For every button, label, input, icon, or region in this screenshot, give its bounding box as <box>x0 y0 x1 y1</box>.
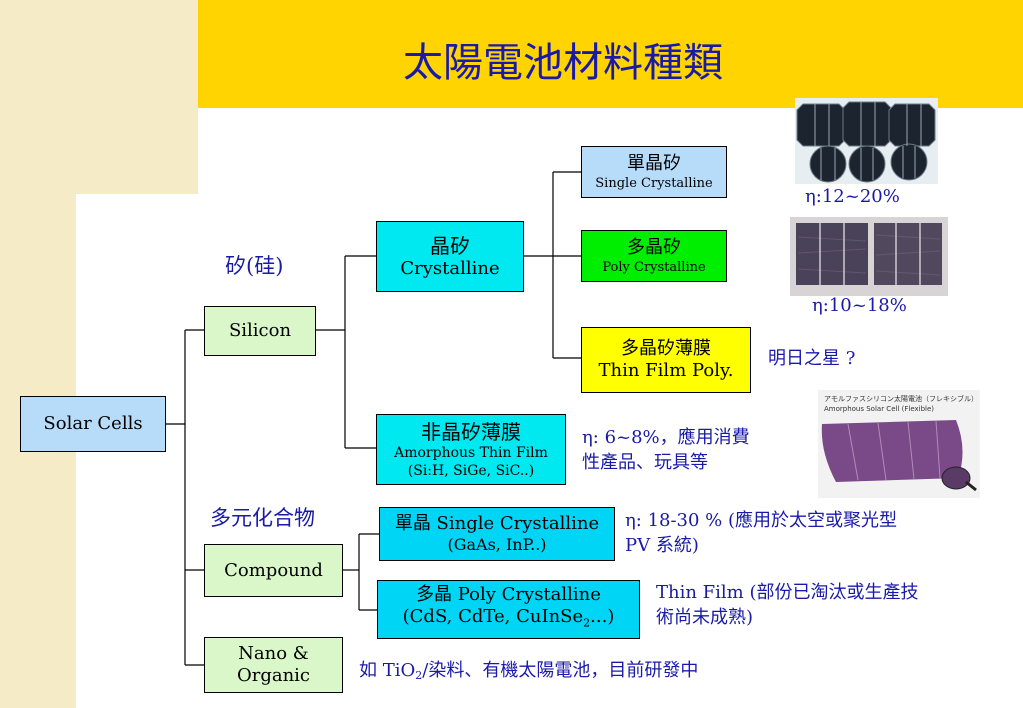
thin-film-poly-en: Thin Film Poly. <box>598 360 734 381</box>
compound-poly-note-line1: Thin Film (部份已淘汰或生產技 <box>656 582 919 603</box>
compound-single-note-line1: η: 18-30 % (應用於太空或聚光型 <box>625 510 898 531</box>
compound-label: Compound <box>224 559 323 581</box>
amorphous-note-line1: η: 6~8%，應用消費 <box>582 427 750 448</box>
amorphous-detail: (Si:H, SiGe, SiC..) <box>407 462 535 479</box>
amorphous-en: Amorphous Thin Film <box>394 444 548 461</box>
compound-poly-note-line2: 術尚未成熟) <box>656 607 754 628</box>
poly-crystalline-en: Poly Crystalline <box>602 259 706 275</box>
single-efficiency-note: η:12~20% <box>805 186 900 207</box>
single-crystalline-en: Single Crystalline <box>595 175 713 191</box>
compound-single-line2: (GaAs, InP..) <box>447 535 547 554</box>
nano-organic-label-line1: Nano & <box>238 643 309 664</box>
nano-organic-box: Nano & Organic <box>204 637 343 693</box>
single-crystalline-box: 單晶矽 Single Crystalline <box>581 146 727 198</box>
amorphous-note: η: 6~8%，應用消費 性產品、玩具等 <box>582 425 750 475</box>
compound-poly-note: Thin Film (部份已淘汰或生產技 術尚未成熟) <box>656 580 918 630</box>
compound-box: Compound <box>204 544 343 597</box>
root-solar-cells-box: Solar Cells <box>20 396 166 452</box>
nano-organic-note: 如 TiO2/染料、有機太陽電池，目前研發中 <box>359 660 699 682</box>
crystalline-en: Crystalline <box>400 257 500 279</box>
left-background-upper <box>0 0 198 194</box>
crystalline-box: 晶矽 Crystalline <box>376 221 524 292</box>
root-label: Solar Cells <box>43 413 143 434</box>
amorphous-zh: 非晶矽薄膜 <box>421 419 521 444</box>
compound-poly-box: 多晶 Poly Crystalline (CdS, CdTe, CuInSe2.… <box>377 580 640 639</box>
compound-single-line1: 單晶 Single Crystalline <box>394 513 600 534</box>
silicon-label: Silicon <box>228 320 292 341</box>
thin-film-poly-box: 多晶矽薄膜 Thin Film Poly. <box>581 327 751 393</box>
thin-film-poly-note: 明日之星 ? <box>768 348 856 369</box>
amorphous-note-line2: 性產品、玩具等 <box>582 452 708 473</box>
flexible-amorphous-cell-photo: アモルファスシリコン太陽電池（フレキシブル） Amorphous Solar C… <box>818 390 980 498</box>
single-crystalline-zh: 單晶矽 <box>627 152 681 174</box>
thin-film-poly-zh: 多晶矽薄膜 <box>621 338 711 359</box>
compound-poly-line2: (CdS, CdTe, CuInSe2...) <box>402 606 615 630</box>
compound-poly-line1: 多晶 Poly Crystalline <box>416 584 601 606</box>
title-banner <box>198 0 1023 108</box>
compound-annotation: 多元化合物 <box>210 506 315 530</box>
compound-single-note-line2: PV 系統) <box>625 535 699 556</box>
poly-crystalline-zh: 多晶矽 <box>627 236 681 258</box>
compound-single-note: η: 18-30 % (應用於太空或聚光型 PV 系統) <box>625 508 897 558</box>
silicon-annotation: 矽(硅) <box>225 254 284 278</box>
poly-efficiency-note: η:10~18% <box>812 295 907 316</box>
poly-crystalline-box: 多晶矽 Poly Crystalline <box>581 230 727 282</box>
flexible-cell-caption-en: Amorphous Solar Cell (Flexible) <box>824 405 934 413</box>
nano-organic-label-line2: Organic <box>236 665 311 686</box>
amorphous-box: 非晶矽薄膜 Amorphous Thin Film (Si:H, SiGe, S… <box>376 414 566 485</box>
poly-crystalline-cells-photo <box>790 217 948 296</box>
flexible-cell-caption-jp: アモルファスシリコン太陽電池（フレキシブル） <box>824 394 978 403</box>
silicon-box: Silicon <box>204 306 316 356</box>
crystalline-zh: 晶矽 <box>430 233 470 258</box>
single-crystalline-cells-photo <box>795 98 938 184</box>
slide-title: 太陽電池材料種類 <box>403 40 723 86</box>
compound-single-box: 單晶 Single Crystalline (GaAs, InP..) <box>379 507 615 561</box>
